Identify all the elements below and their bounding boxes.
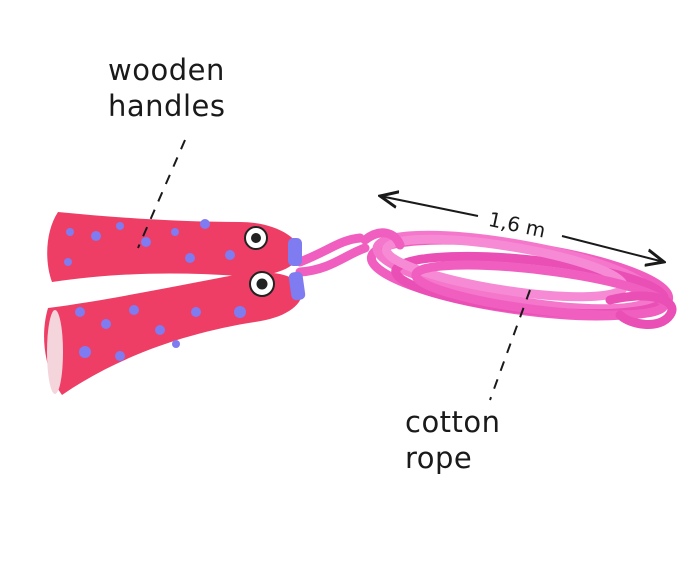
lower-handle: [44, 271, 306, 395]
label-line: cotton: [405, 405, 501, 439]
upper-handle: [47, 212, 302, 282]
length-arrow-right: [561, 235, 664, 262]
cotton-rope: [295, 228, 677, 329]
handles-leader-line: [137, 139, 186, 249]
wooden-handles-label: wooden handles: [108, 52, 225, 124]
label-line: handles: [108, 89, 226, 123]
label-line: rope: [405, 441, 473, 475]
label-line: wooden: [108, 53, 225, 87]
rope-leader-line: [489, 289, 531, 401]
cotton-rope-label: cotton rope: [405, 404, 501, 476]
length-arrow-left: [380, 196, 479, 217]
